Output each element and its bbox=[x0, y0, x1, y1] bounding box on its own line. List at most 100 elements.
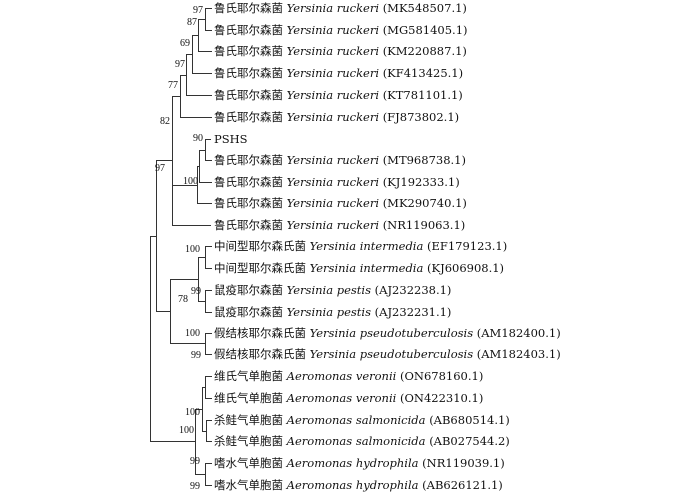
bootstrap-value: 97 bbox=[193, 5, 203, 16]
bootstrap-values: 9787699777829010097100997810099100100999… bbox=[155, 5, 203, 492]
leaf-accession: (NR119039.1) bbox=[422, 456, 505, 470]
leaf-chinese-name: 鲁氏耶尔森菌 bbox=[214, 44, 287, 58]
leaf-accession: (KT781101.1) bbox=[383, 88, 463, 102]
bootstrap-value: 100 bbox=[183, 176, 198, 187]
leaf-species-name: Yersinia ruckeri bbox=[287, 110, 383, 124]
bootstrap-value: 97 bbox=[155, 163, 165, 174]
tree-branches bbox=[150, 8, 212, 486]
leaf-chinese-name: 鲁氏耶尔森菌 bbox=[214, 88, 287, 102]
leaf-species-name: Yersinia ruckeri bbox=[287, 1, 383, 15]
leaf-chinese-name: 中间型耶尔森氏菌 bbox=[214, 261, 310, 275]
bootstrap-value: 87 bbox=[187, 17, 197, 28]
leaf-label: 维氏气单胞菌 Aeromonas veronii (ON422310.1) bbox=[214, 391, 483, 405]
leaf-labels: 鲁氏耶尔森菌 Yersinia ruckeri (MK548507.1)鲁氏耶尔… bbox=[214, 1, 561, 492]
leaf-chinese-name: 鲁氏耶尔森菌 bbox=[214, 66, 287, 80]
leaf-accession: (ON422310.1) bbox=[400, 391, 483, 405]
bootstrap-value: 78 bbox=[178, 294, 188, 305]
leaf-chinese-name: 鼠疫耶尔森菌 bbox=[214, 305, 287, 319]
leaf-label: 鲁氏耶尔森菌 Yersinia ruckeri (MT968738.1) bbox=[214, 153, 466, 167]
leaf-chinese-name: 鲁氏耶尔森菌 bbox=[214, 175, 287, 189]
leaf-chinese-name: 维氏气单胞菌 bbox=[214, 369, 287, 383]
leaf-chinese-name: 鲁氏耶尔森菌 bbox=[214, 153, 287, 167]
leaf-accession: (KJ606908.1) bbox=[427, 261, 504, 275]
bootstrap-value: 99 bbox=[191, 286, 201, 297]
leaf-species-name: Yersinia ruckeri bbox=[287, 66, 383, 80]
leaf-accession: (NR119063.1) bbox=[383, 218, 466, 232]
leaf-label: 中间型耶尔森氏菌 Yersinia intermedia (KJ606908.1… bbox=[214, 261, 504, 275]
bootstrap-value: 100 bbox=[185, 407, 200, 418]
leaf-label: 嗜水气单胞菌 Aeromonas hydrophila (NR119039.1) bbox=[214, 456, 505, 470]
bootstrap-value: 69 bbox=[180, 38, 190, 49]
leaf-species-name: Yersinia intermedia bbox=[310, 261, 427, 275]
leaf-label: 鲁氏耶尔森菌 Yersinia ruckeri (NR119063.1) bbox=[214, 218, 465, 232]
leaf-accession: (AJ232238.1) bbox=[375, 283, 452, 297]
leaf-accession: (FJ873802.1) bbox=[383, 110, 459, 124]
leaf-chinese-name: 假结核耶尔森氏菌 bbox=[214, 347, 310, 361]
leaf-label: 鼠疫耶尔森菌 Yersinia pestis (AJ232231.1) bbox=[214, 305, 451, 319]
leaf-accession: (AB027544.2) bbox=[429, 434, 510, 448]
leaf-chinese-name: 鲁氏耶尔森菌 bbox=[214, 196, 287, 210]
leaf-label: 假结核耶尔森氏菌 Yersinia pseudotuberculosis (AM… bbox=[214, 326, 561, 340]
bootstrap-value: 100 bbox=[185, 244, 200, 255]
bootstrap-value: 82 bbox=[160, 116, 170, 127]
leaf-label: 嗜水气单胞菌 Aeromonas hydrophila (AB626121.1) bbox=[214, 478, 503, 492]
leaf-chinese-name: 鲁氏耶尔森菌 bbox=[214, 23, 287, 37]
leaf-label: 杀鲑气单胞菌 Aeromonas salmonicida (AB680514.1… bbox=[214, 413, 510, 427]
leaf-label: 鼠疫耶尔森菌 Yersinia pestis (AJ232238.1) bbox=[214, 283, 451, 297]
leaf-accession: (AM182400.1) bbox=[477, 326, 561, 340]
bootstrap-value: 97 bbox=[175, 59, 185, 70]
leaf-label: 中间型耶尔森氏菌 Yersinia intermedia (EF179123.1… bbox=[214, 239, 507, 253]
leaf-species-name: Yersinia pestis bbox=[287, 305, 375, 319]
leaf-species-name: Aeromonas veronii bbox=[286, 369, 400, 383]
leaf-species-name: Yersinia ruckeri bbox=[287, 153, 383, 167]
leaf-species-name: Aeromonas hydrophila bbox=[286, 456, 423, 470]
leaf-chinese-name: 鲁氏耶尔森菌 bbox=[214, 110, 287, 124]
leaf-accession: (MK548507.1) bbox=[383, 1, 467, 15]
leaf-label: 鲁氏耶尔森菌 Yersinia ruckeri (MK548507.1) bbox=[214, 1, 467, 15]
leaf-chinese-name: 维氏气单胞菌 bbox=[214, 391, 287, 405]
leaf-species-name: Aeromonas salmonicida bbox=[286, 413, 430, 427]
bootstrap-value: 100 bbox=[179, 425, 194, 436]
leaf-species-name: Yersinia ruckeri bbox=[287, 23, 383, 37]
leaf-accession: (KF413425.1) bbox=[383, 66, 463, 80]
bootstrap-value: 99 bbox=[190, 456, 200, 467]
leaf-accession: (AJ232231.1) bbox=[375, 305, 452, 319]
bootstrap-value: 90 bbox=[193, 133, 203, 144]
leaf-species-name: Yersinia pseudotuberculosis bbox=[310, 347, 477, 361]
leaf-species-name: Yersinia intermedia bbox=[310, 239, 427, 253]
leaf-accession: (MT968738.1) bbox=[383, 153, 466, 167]
leaf-accession: (MG581405.1) bbox=[383, 23, 468, 37]
leaf-species-name: Yersinia pestis bbox=[287, 283, 375, 297]
leaf-chinese-name: 嗜水气单胞菌 bbox=[214, 478, 287, 492]
leaf-accession: (ON678160.1) bbox=[400, 369, 483, 383]
leaf-chinese-name: 杀鲑气单胞菌 bbox=[214, 413, 287, 427]
leaf-species-name: Aeromonas veronii bbox=[286, 391, 400, 405]
leaf-chinese-name: 鲁氏耶尔森菌 bbox=[214, 1, 287, 15]
leaf-label: 假结核耶尔森氏菌 Yersinia pseudotuberculosis (AM… bbox=[214, 347, 561, 361]
leaf-accession: (AB680514.1) bbox=[429, 413, 510, 427]
leaf-species-name: Yersinia pseudotuberculosis bbox=[310, 326, 477, 340]
leaf-accession: (KM220887.1) bbox=[383, 44, 467, 58]
leaf-label: 鲁氏耶尔森菌 Yersinia ruckeri (FJ873802.1) bbox=[214, 110, 459, 124]
leaf-species-name: Yersinia ruckeri bbox=[287, 218, 383, 232]
leaf-label: 鲁氏耶尔森菌 Yersinia ruckeri (MG581405.1) bbox=[214, 23, 468, 37]
leaf-label: 鲁氏耶尔森菌 Yersinia ruckeri (MK290740.1) bbox=[214, 196, 467, 210]
bootstrap-value: 99 bbox=[191, 350, 201, 361]
leaf-chinese-name: 杀鲑气单胞菌 bbox=[214, 434, 287, 448]
leaf-accession: (AB626121.1) bbox=[422, 478, 503, 492]
leaf-label: 维氏气单胞菌 Aeromonas veronii (ON678160.1) bbox=[214, 369, 483, 383]
leaf-label: 杀鲑气单胞菌 Aeromonas salmonicida (AB027544.2… bbox=[214, 434, 510, 448]
bootstrap-value: 100 bbox=[185, 328, 200, 339]
leaf-species-name: Yersinia ruckeri bbox=[287, 175, 383, 189]
leaf-species-name: Aeromonas salmonicida bbox=[286, 434, 430, 448]
leaf-chinese-name: 中间型耶尔森氏菌 bbox=[214, 239, 310, 253]
leaf-chinese-name: 鼠疫耶尔森菌 bbox=[214, 283, 287, 297]
leaf-label: 鲁氏耶尔森菌 Yersinia ruckeri (KT781101.1) bbox=[214, 88, 463, 102]
leaf-chinese-name: 假结核耶尔森氏菌 bbox=[214, 326, 310, 340]
leaf-accession: (KJ192333.1) bbox=[383, 175, 460, 189]
leaf-accession: (AM182403.1) bbox=[477, 347, 561, 361]
bootstrap-value: 99 bbox=[190, 481, 200, 492]
leaf-accession: PSHS bbox=[214, 132, 248, 146]
bootstrap-value: 77 bbox=[168, 80, 178, 91]
